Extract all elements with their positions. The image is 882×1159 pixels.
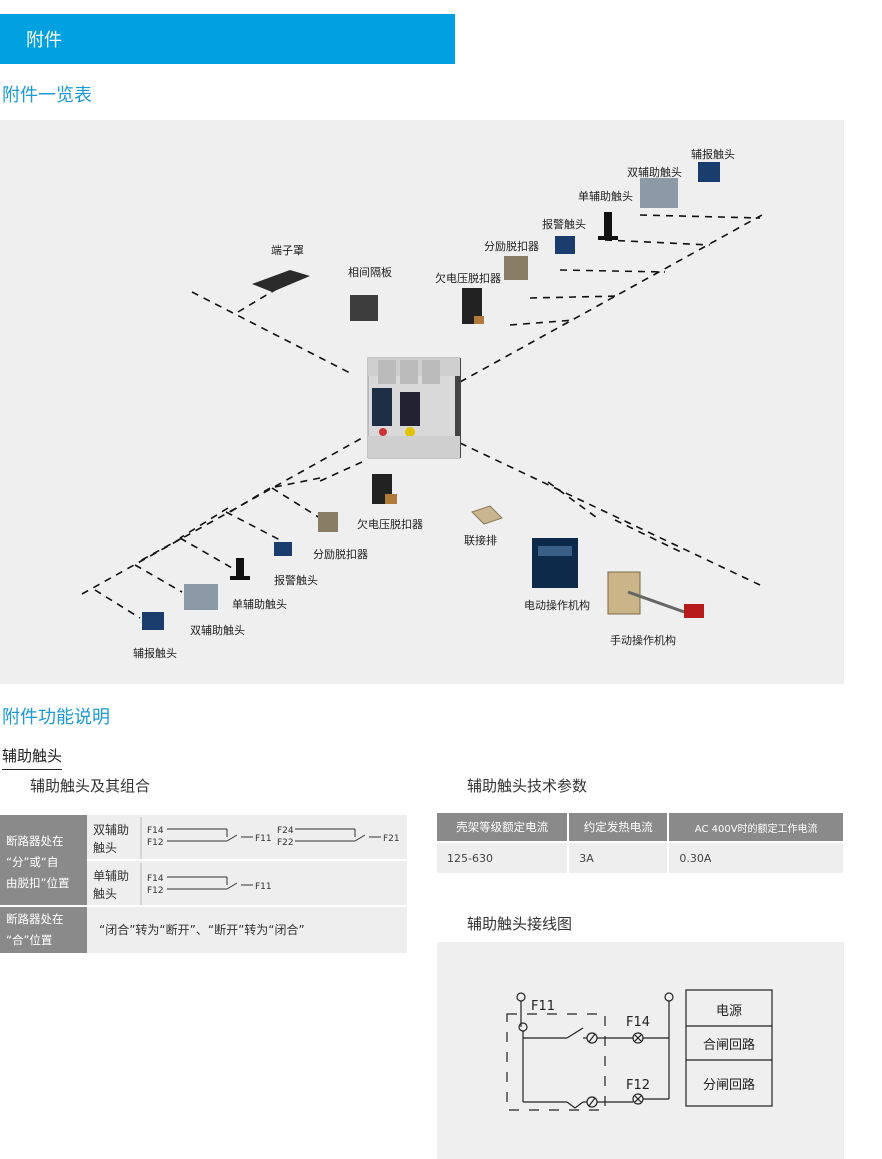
double-aux-name-line2: 触头 <box>93 841 118 855</box>
label-double-aux-contact-bottom: 双辅助触头 <box>190 624 245 637</box>
wiring-f11: F11 <box>531 999 556 1014</box>
state-closed-line1: 断路器处在 <box>6 912 64 926</box>
double-aux-contact-icon <box>640 178 678 208</box>
phase-barrier-icon <box>350 295 378 321</box>
param-header-thermal-current: 约定发热电流 <box>568 813 670 842</box>
combo-row-note: “闭合”转为“断开”、“断开”转为“闭合” <box>87 907 407 953</box>
label-aux-alarm-contact: 辅报触头 <box>691 148 735 161</box>
label-alarm-contact: 报警触头 <box>542 218 586 231</box>
single-aux-symbol: F14 F12 F11 <box>140 863 272 905</box>
state-open-line2: “分”或“自 <box>6 855 59 869</box>
alarm-contact-bottom-icon <box>274 542 292 556</box>
wiring-caption: 辅助触头接线图 <box>467 915 573 933</box>
term-f24: F24 <box>277 826 294 836</box>
combo-state-open: 断路器处在 “分”或“自 由脱扣”位置 <box>0 815 87 907</box>
param-operating-current: 0.30A <box>668 841 843 873</box>
params-table: 壳架等级额定电流 约定发热电流 AC 400V时的额定工作电流 125-630 … <box>437 813 843 873</box>
state-closed-line2: “合”位置 <box>6 933 53 947</box>
diagram-lines <box>81 162 763 630</box>
wiring-box-close: 合闸回路 <box>702 1038 755 1053</box>
label-single-aux-contact: 单辅助触头 <box>578 190 633 203</box>
param-header-frame-current: 壳架等级额定电流 <box>437 813 570 842</box>
label-terminal-cover: 端子罩 <box>271 244 304 257</box>
double-aux-name: 双辅助 触头 <box>93 821 129 857</box>
wiring-diagram: F11 F14 F12 电源 合闸回路 分闸回路 <box>437 942 844 1159</box>
label-link-bar: 联接排 <box>464 534 497 547</box>
double-aux-contact-bottom-icon <box>184 584 218 610</box>
label-aux-alarm-contact-bottom: 辅报触头 <box>133 647 177 660</box>
label-undervoltage-release-bottom: 欠电压脱扣器 <box>357 518 423 531</box>
params-caption: 辅助触头技术参数 <box>467 777 588 795</box>
param-header-operating-current: AC 400V时的额定工作电流 <box>668 813 843 842</box>
single-aux-contact-bottom-icon <box>236 558 244 580</box>
link-bar-icon <box>471 505 503 525</box>
term-f22: F22 <box>277 838 294 848</box>
wiring-box-open: 分闸回路 <box>702 1078 755 1093</box>
aux-contact-heading: 辅助触头 <box>2 745 63 770</box>
label-alarm-contact-bottom: 报警触头 <box>274 574 318 587</box>
alarm-contact-icon <box>555 236 575 254</box>
state-open-line1: 断路器处在 <box>6 834 64 848</box>
label-undervoltage-release: 欠电压脱扣器 <box>435 272 501 285</box>
function-title: 附件功能说明 <box>2 707 110 728</box>
label-manual-operator: 手动操作机构 <box>610 634 676 647</box>
combo-state-closed: 断路器处在 “合”位置 <box>0 907 87 953</box>
label-single-aux-contact-bottom: 单辅助触头 <box>232 598 287 611</box>
label-shunt-release-bottom: 分励脱扣器 <box>313 548 368 561</box>
wiring-lines <box>506 989 773 1111</box>
header-title: 附件 <box>26 30 62 51</box>
double-aux-symbol: F14 F12 F11 F24 F22 F21 <box>140 817 400 859</box>
label-shunt-release: 分励脱扣器 <box>484 240 539 253</box>
term-f21: F21 <box>383 834 400 844</box>
term-f12: F12 <box>147 838 164 848</box>
term-f11: F11 <box>255 834 272 844</box>
param-thermal-current: 3A <box>568 841 670 873</box>
single-aux-name: 单辅助 触头 <box>93 867 129 903</box>
breaker-body-icon <box>367 357 461 459</box>
single-aux-name-line2: 触头 <box>93 887 118 901</box>
wiring-f12: F12 <box>626 1078 651 1093</box>
overview-title: 附件一览表 <box>2 85 92 106</box>
combo-caption: 辅助触头及其组合 <box>30 777 151 795</box>
wiring-box-power: 电源 <box>715 1004 742 1019</box>
wiring-f14: F14 <box>626 1015 651 1030</box>
label-double-aux-contact: 双辅助触头 <box>627 166 682 179</box>
combo-row-double: 双辅助 触头 F14 F12 F11 F24 F22 F21 <box>87 815 407 861</box>
aux-alarm-contact-icon <box>698 162 720 182</box>
state-open-line3: 由脱扣”位置 <box>6 876 70 890</box>
header-bar: 附件 <box>0 14 455 64</box>
param-frame-current: 125-630 <box>437 841 570 873</box>
single-aux-name-line1: 单辅助 <box>93 869 130 883</box>
label-phase-barrier: 相间隔板 <box>348 266 392 279</box>
table-row: 125-630 3A 0.30A <box>437 841 843 873</box>
term-single-f12: F12 <box>147 886 164 896</box>
shunt-release-bottom-icon <box>318 512 338 532</box>
double-aux-name-line1: 双辅助 <box>93 823 130 837</box>
undervoltage-release-icon <box>462 288 482 324</box>
shunt-release-icon <box>504 256 528 280</box>
label-motor-operator: 电动操作机构 <box>524 599 590 612</box>
term-single-f11: F11 <box>255 882 272 892</box>
accessory-diagram: 端子罩 相间隔板 欠电压脱扣器 分励脱扣器 报警触头 单辅助触头 双辅助触头 辅… <box>0 120 844 684</box>
term-f14: F14 <box>147 826 164 836</box>
terminal-cover-icon <box>252 270 310 292</box>
aux-alarm-contact-bottom-icon <box>142 612 164 630</box>
combo-note: “闭合”转为“断开”、“断开”转为“闭合” <box>99 923 305 937</box>
motor-operator-icon <box>532 538 578 588</box>
single-aux-contact-icon <box>604 212 612 240</box>
term-single-f14: F14 <box>147 874 164 884</box>
combo-row-single: 单辅助 触头 F14 F12 F11 <box>87 861 407 907</box>
